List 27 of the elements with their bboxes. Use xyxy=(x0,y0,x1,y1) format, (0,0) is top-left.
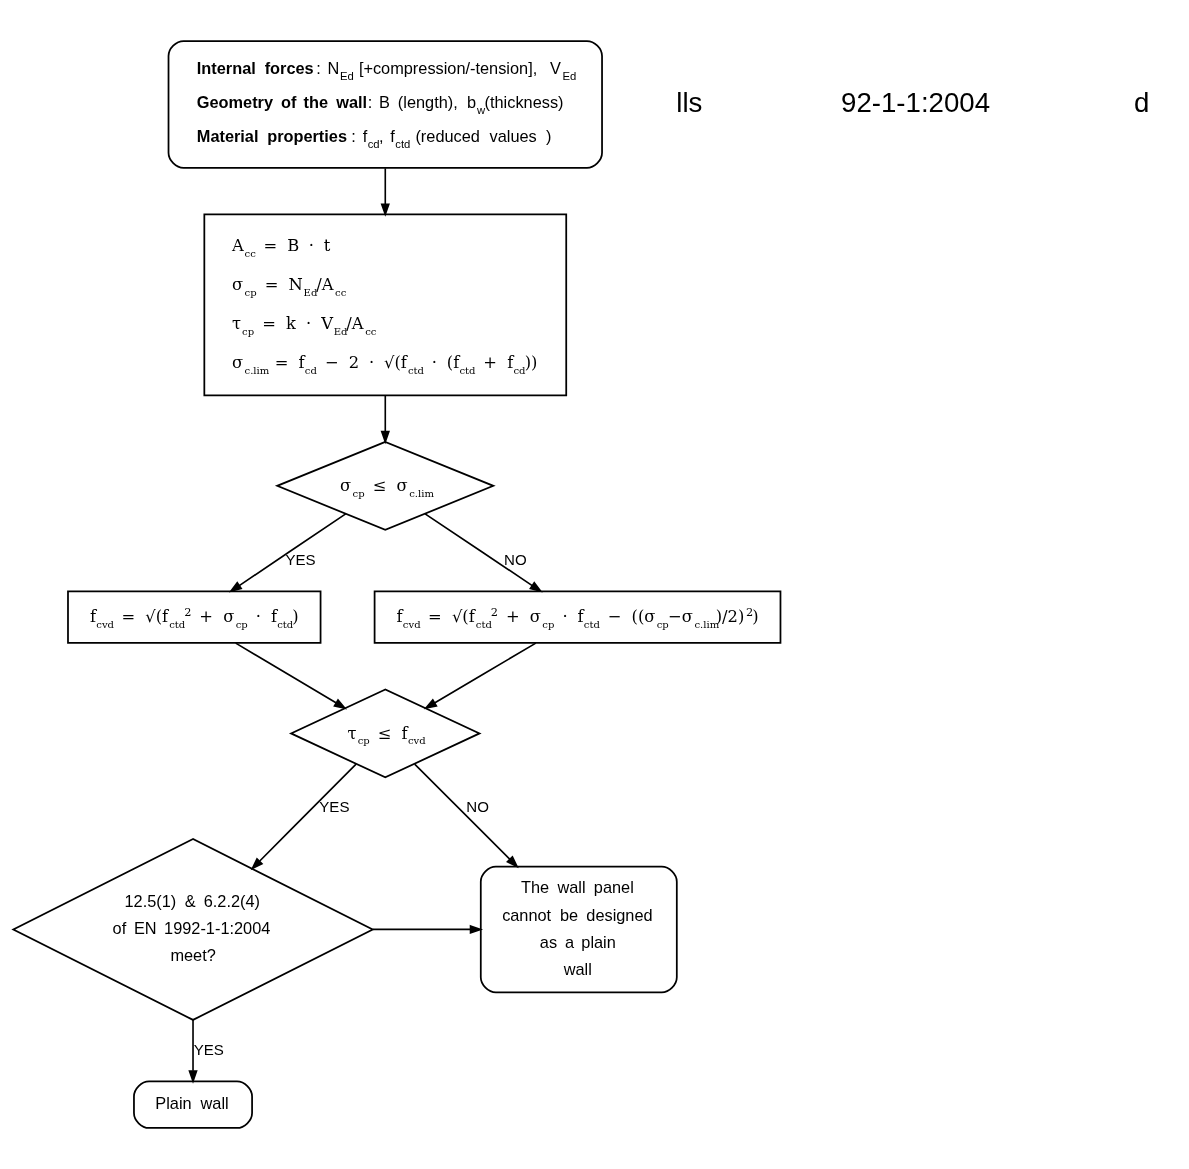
arrow xyxy=(413,763,519,869)
edge-label: YES xyxy=(193,1040,224,1058)
edge-label: NO xyxy=(466,798,489,816)
edge-label: YES xyxy=(319,798,350,816)
node-diamond: τ$_{cp}$ ≤ f$_{cvd}$ xyxy=(288,688,482,779)
arrow xyxy=(423,642,537,710)
arrow xyxy=(380,167,390,217)
node-diamond: 12.5(1) & 6.2.2(4) of EN 1992-1-1:2004 meet? xyxy=(11,837,375,1021)
arrow xyxy=(250,763,357,871)
node-box: Plain wall xyxy=(133,1080,253,1129)
node-box: Internal forces: N$_{Ed}$ [+compression/-tension], V$_{Ed}$ Geometry of the wall: B (length), b$_{w}$(thickness) Material properties: f$_{cd}$, f$_{ctd}$ (reduced values ) xyxy=(167,40,603,169)
edge-label: NO xyxy=(504,550,527,568)
node-box: f$_{cvd}$ = √(f$_{ctd}$$^{2}$ + σ$_{cp}$ · f$_{ctd}$ − ((σ$_{cp}$−σ$_{c.lim}$)/2)$^{2}$) xyxy=(373,590,782,644)
arrow xyxy=(380,395,390,445)
arrow xyxy=(424,513,543,593)
node-box: f$_{cvd}$ = √(f$_{ctd}$$^{2}$ + σ$_{cp}$ · f$_{ctd}$) xyxy=(67,590,322,644)
node-box: The wall panel cannot be designed as a plain wall xyxy=(479,865,678,994)
label: d xyxy=(1134,86,1150,118)
label: 92-1-1:2004 xyxy=(841,86,991,118)
arrow xyxy=(228,513,347,593)
arrow xyxy=(234,642,347,710)
arrow xyxy=(188,1019,198,1084)
arrow xyxy=(371,924,484,935)
edge-label: YES xyxy=(285,550,316,568)
node-box: A$_{cc}$ = B · t σ$_{cp}$ = N$_{Ed}$/A$_{cc}$ τ$_{cp}$ = k · V$_{Ed}$/A$_{cc}$ σ$_{c.lim}$ = f$_{cd}$ − 2 · √(f$_{ctd}$ · (f$_{ctd}$ + f$_{cd}$)) xyxy=(203,213,568,397)
node-diamond: σ$_{cp}$ ≤ σ$_{c.lim}$ xyxy=(274,440,496,531)
label: lls xyxy=(676,86,703,118)
